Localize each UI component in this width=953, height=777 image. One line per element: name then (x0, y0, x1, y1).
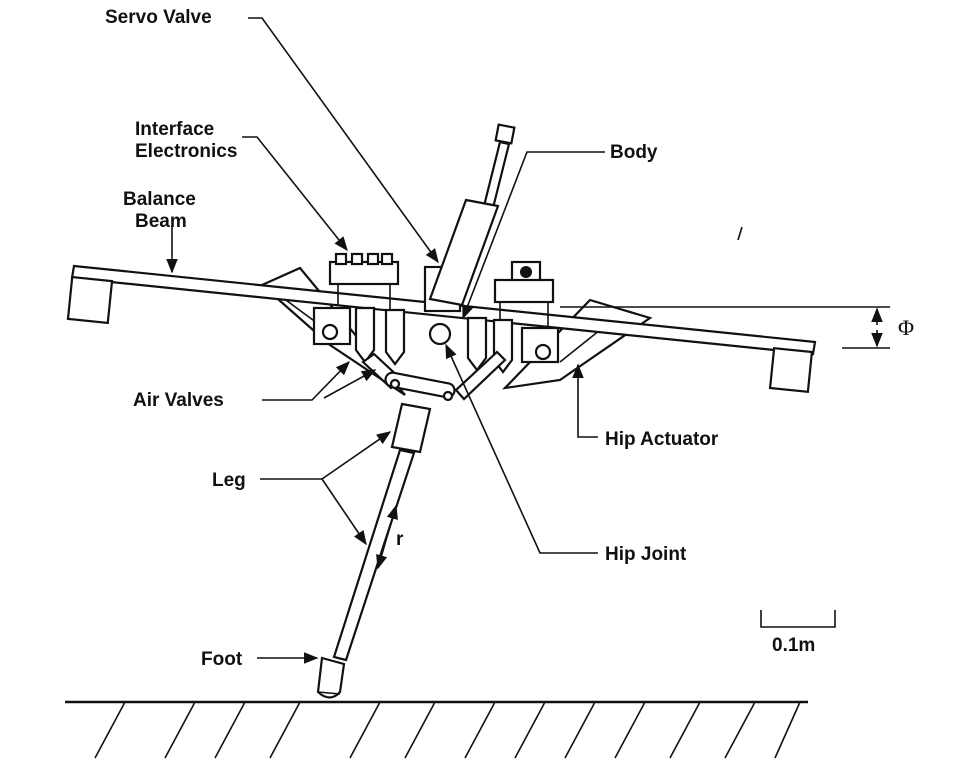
hip-linkage (361, 350, 507, 402)
label-hip-joint: Hip Joint (605, 544, 687, 565)
scale-bar (760, 610, 836, 628)
label-interface-line1: Interface (135, 119, 214, 140)
label-foot: Foot (201, 649, 243, 670)
right-electronics (493, 260, 555, 330)
label-scale: 0.1m (772, 635, 815, 656)
label-body: Body (610, 142, 658, 163)
label-hip-actuator: Hip Actuator (605, 429, 719, 450)
r-arrow (376, 504, 398, 570)
interface-electronics (328, 252, 400, 310)
label-balance-line2: Beam (135, 211, 187, 232)
leg (316, 402, 432, 699)
ground (65, 700, 808, 759)
pivot-blocks (312, 306, 560, 364)
label-balance-line1: Balance (123, 189, 196, 210)
phi-indicator (560, 306, 890, 349)
label-servo-valve: Servo Valve (105, 7, 212, 28)
label-leg: Leg (212, 470, 246, 491)
leader-lines (166, 17, 605, 664)
stray-mark (737, 226, 743, 241)
label-r: r (396, 529, 404, 550)
label-phi: Φ (898, 315, 914, 340)
label-interface-line2: Electronics (135, 141, 237, 162)
hip-joint-pivot (428, 322, 452, 346)
label-air-valves: Air Valves (133, 390, 224, 411)
leg-actuator (428, 123, 516, 307)
